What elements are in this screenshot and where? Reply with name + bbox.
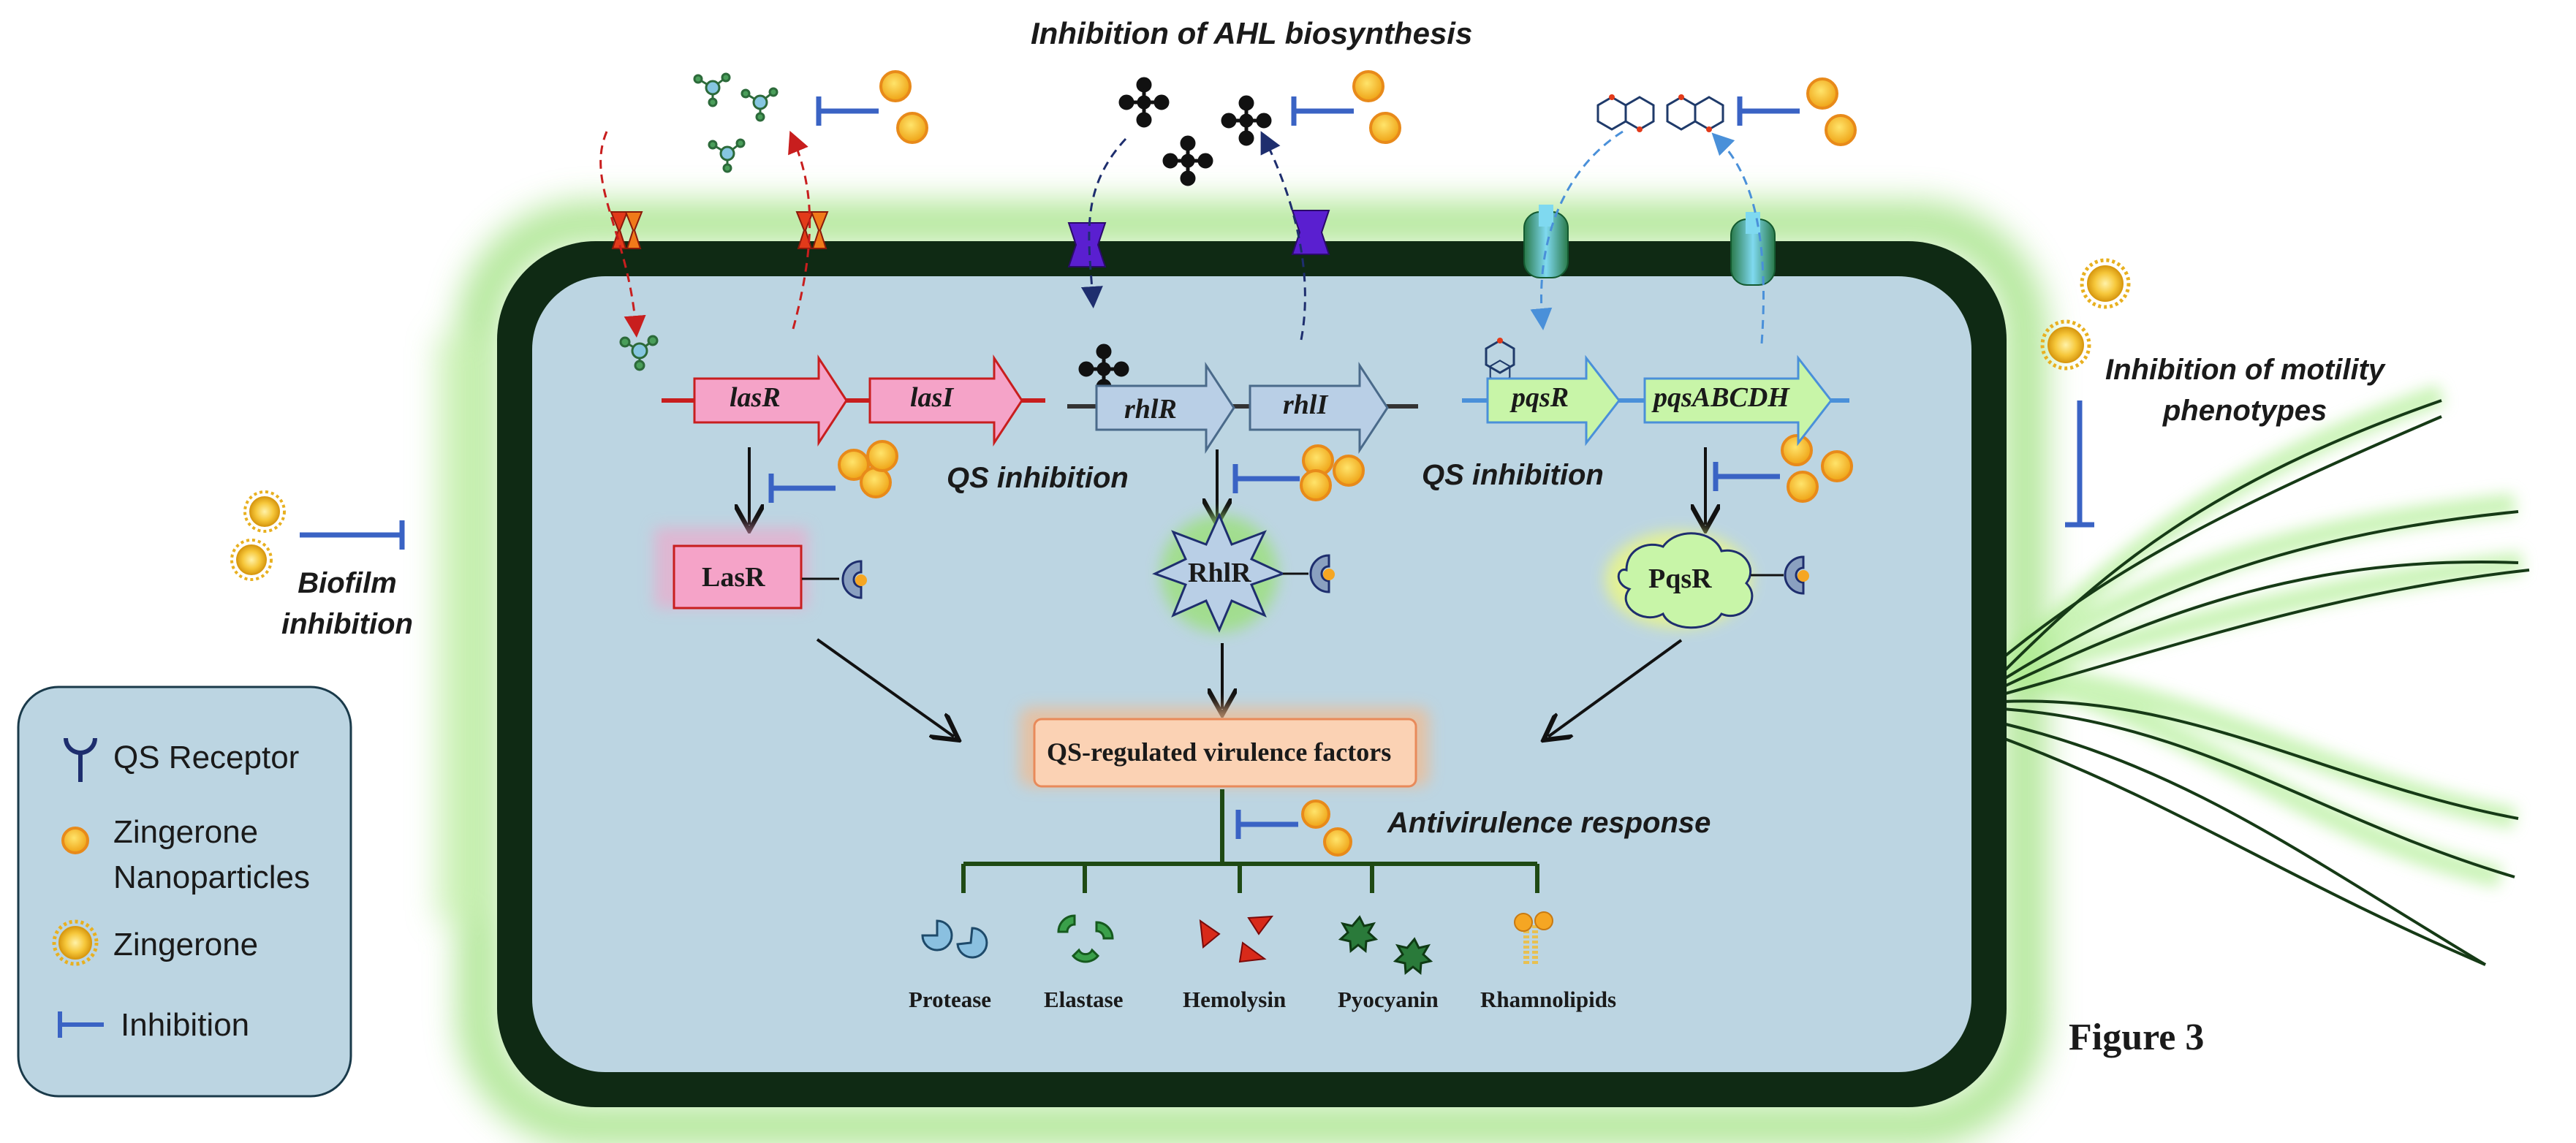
lasR-receptor-icon — [802, 560, 867, 599]
lasR-gene-arrow — [693, 354, 848, 447]
rhlI-gene-arrow — [1249, 361, 1389, 455]
vf-label-elastase: Elastase — [1044, 987, 1124, 1012]
legend-nanoparticles-line-1: Zingerone — [113, 814, 259, 850]
lasR-to-virulence-arrow — [816, 638, 954, 737]
rhamnolipids-icon — [1514, 911, 1553, 965]
pqs-channel-left — [1523, 205, 1569, 278]
inhibition-bars — [300, 96, 2094, 839]
title-ahl-biosynthesis: Inhibition of AHL biosynthesis — [1031, 16, 1473, 50]
qs-inhibition-right-label: QS inhibition — [1422, 459, 1604, 491]
cytoplasm — [532, 276, 1971, 1072]
gene-label-pqsR: pqsR — [1512, 382, 1569, 413]
las-signal-molecules — [619, 72, 779, 371]
motility-inhibition-label: Inhibition of motility phenotypes — [2105, 349, 2384, 431]
zingerone-suns — [230, 258, 2131, 581]
pqs-export-arrow — [1711, 132, 1765, 344]
biofilm-line-2: inhibition — [281, 608, 413, 640]
las-export-arrow — [788, 130, 811, 330]
las-channel-left — [610, 211, 643, 249]
protein-label-pqsR: PqsR — [1648, 563, 1712, 594]
rhl-channel-left — [1067, 222, 1107, 267]
rhl-channel-right — [1291, 210, 1330, 255]
legend-nanoparticle-icon — [61, 827, 89, 854]
lasR-protein — [654, 528, 808, 610]
legend-receptor-label: QS Receptor — [113, 740, 300, 775]
flagella — [2001, 399, 2530, 966]
protein-label-rhlR: RhlR — [1188, 558, 1251, 588]
motility-line-1: Inhibition of motility — [2105, 354, 2385, 386]
protein-label-lasR: LasR — [702, 562, 765, 593]
rhlR-receptor-icon — [1283, 554, 1335, 593]
motility-line-2: phenotypes — [2162, 395, 2327, 427]
vf-label-pyocyanin: Pyocyanin — [1338, 987, 1439, 1012]
pqsR-receptor-icon — [1751, 555, 1809, 595]
virulence-box — [1020, 707, 1429, 788]
pqsABCDH-gene-arrow — [1643, 354, 1833, 447]
rhl-signal-molecules — [1078, 77, 1272, 395]
zingerone-nanoparticles — [838, 70, 1857, 857]
legend-nanoparticles-label: Zingerone Nanoparticles — [113, 810, 310, 900]
legend-zingerone-label: Zingerone — [113, 927, 259, 962]
hemolysin-icon — [1199, 915, 1274, 963]
gene-label-lasI: lasI — [910, 382, 954, 413]
legend-inhibition-icon — [58, 1011, 104, 1038]
legend-receptor-icon — [64, 737, 97, 782]
lasI-gene-arrow — [868, 354, 1023, 447]
figure-label: Figure 3 — [2069, 1017, 2205, 1058]
virulence-box-label: QS-regulated virulence factors — [1047, 737, 1392, 767]
biofilm-line-1: Biofilm — [298, 567, 397, 599]
pqsR-to-virulence-arrow — [1548, 639, 1683, 737]
legend-inhibition-label: Inhibition — [121, 1007, 250, 1043]
pqs-import-arrow — [1530, 130, 1624, 330]
pqs-channel-right — [1730, 212, 1776, 286]
protease-icon — [921, 919, 988, 959]
elastase-icon — [1057, 914, 1114, 963]
antivirulence-label: Antivirulence response — [1387, 807, 1711, 839]
legend-nanoparticles-line-2: Nanoparticles — [113, 859, 311, 895]
las-import-arrow — [599, 131, 646, 338]
gene-label-rhlI: rhlI — [1283, 390, 1328, 420]
virulence-tree — [961, 789, 1539, 893]
gene-label-pqsABCDH: pqsABCDH — [1653, 382, 1789, 413]
legend-box — [17, 686, 352, 1098]
pqsR-gene-arrow — [1486, 354, 1621, 447]
vf-label-hemolysin: Hemolysin — [1183, 987, 1287, 1012]
vf-label-protease: Protease — [909, 987, 992, 1012]
rhl-export-arrow — [1260, 131, 1306, 341]
legend-zingerone-icon — [52, 919, 99, 966]
gene-label-lasR: lasR — [730, 382, 781, 413]
pqsR-protein — [1605, 531, 1754, 629]
vf-label-rhamnolipids: Rhamnolipids — [1480, 987, 1617, 1012]
qs-inhibition-left-label: QS inhibition — [947, 462, 1129, 494]
gene-label-rhlR: rhlR — [1124, 394, 1177, 425]
rhlR-protein — [1152, 512, 1286, 633]
rhl-import-arrow — [1080, 137, 1127, 308]
rhlR-gene-arrow — [1095, 361, 1235, 455]
biofilm-inhibition-label: Biofilm inhibition — [281, 563, 413, 645]
pyocyanin-icon — [1338, 915, 1433, 975]
